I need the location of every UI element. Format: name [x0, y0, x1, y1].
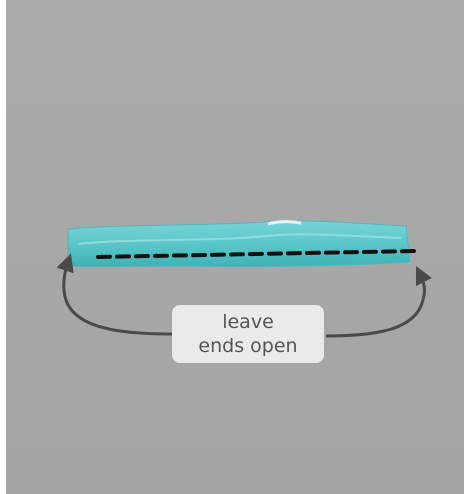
caption-box: leave ends open [172, 305, 324, 363]
fabric-photo [6, 0, 464, 494]
caption-line-1: leave [172, 310, 324, 334]
photo-canvas [6, 0, 464, 494]
caption-line-2: ends open [172, 334, 324, 358]
fabric-strip [68, 221, 410, 267]
